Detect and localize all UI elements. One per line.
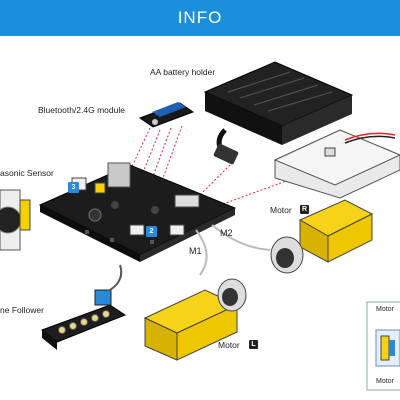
port-2-badge: 2 bbox=[146, 226, 157, 237]
line-follower-label: ne Follower bbox=[0, 305, 44, 315]
motor-l-label: Motor bbox=[218, 340, 240, 350]
ultrasonic-sensor bbox=[0, 189, 31, 251]
inset-motor-top-label: Motor bbox=[376, 306, 394, 313]
page-title: INFO bbox=[177, 8, 223, 27]
motor-right bbox=[270, 199, 374, 274]
port-3-badge: 3 bbox=[68, 182, 79, 193]
inset-motor-bottom-label: Motor bbox=[376, 378, 394, 385]
inset-box bbox=[366, 301, 400, 391]
line-follower bbox=[40, 264, 127, 350]
m1-label: M1 bbox=[189, 246, 202, 256]
motor-wires bbox=[195, 224, 271, 276]
motor-r-label: Motor bbox=[270, 205, 292, 215]
motor-r-badge: R bbox=[300, 205, 309, 214]
battery-holder bbox=[203, 61, 354, 165]
m2-label: M2 bbox=[220, 228, 233, 238]
bluetooth-label: Bluetooth/2.4G module bbox=[38, 105, 125, 115]
ultrasonic-label: asonic Sensor bbox=[0, 168, 54, 178]
battery-holder-label: AA battery holder bbox=[150, 67, 216, 77]
motor-l-badge: L bbox=[249, 340, 258, 349]
bluetooth-module bbox=[138, 102, 195, 128]
battery-pack bbox=[273, 129, 400, 199]
control-board bbox=[38, 162, 237, 262]
page-title-bar: INFO bbox=[0, 0, 400, 36]
motor-left bbox=[143, 278, 247, 361]
